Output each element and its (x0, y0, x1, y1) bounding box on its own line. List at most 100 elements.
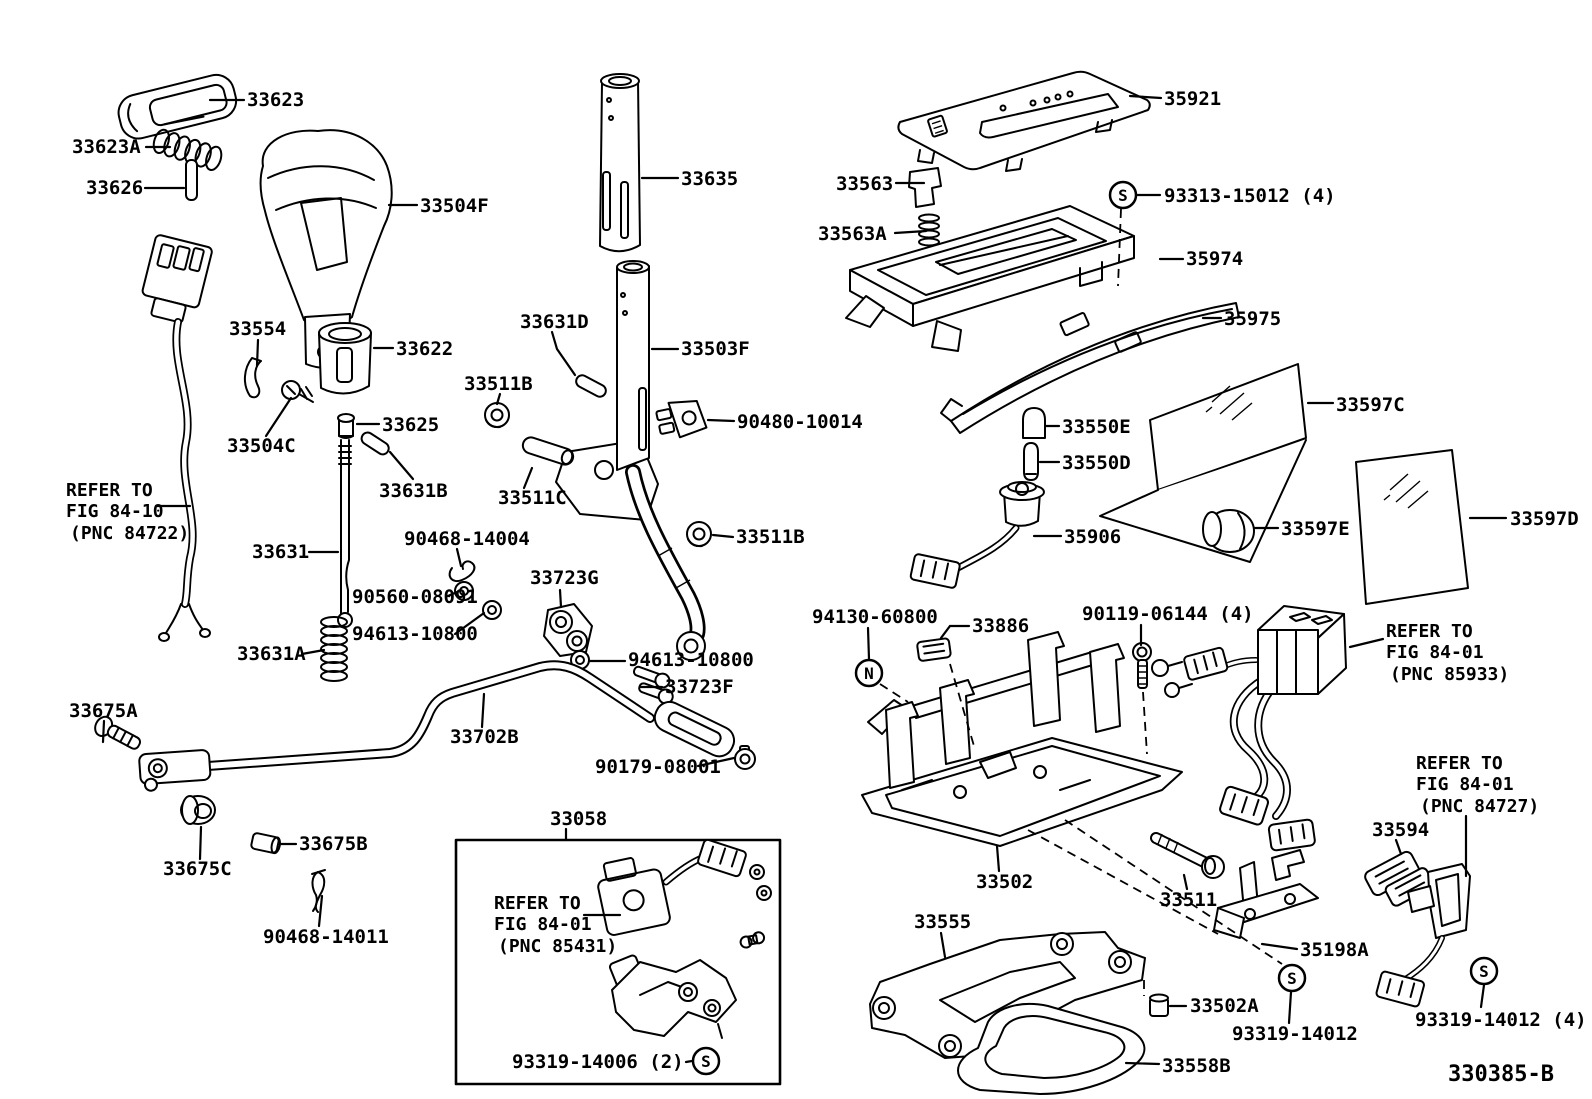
label-33635: 33635 (681, 168, 738, 190)
label-33631: 33631 (252, 541, 309, 563)
standard-screw-symbol-circle-2 (1277, 963, 1307, 993)
label-33623: 33623 (247, 89, 304, 111)
sheet-33597D-drawing (1355, 449, 1469, 605)
inset-box-33058 (454, 838, 782, 1086)
label-33623A: 33623A (72, 136, 141, 158)
label-33511: 33511 (1160, 889, 1217, 911)
label-33550E: 33550E (1062, 416, 1131, 438)
label-33563A: 33563A (818, 223, 887, 245)
relay-harness-drawing (1151, 605, 1347, 852)
standard-screw-symbol-circle (691, 1046, 721, 1076)
part-number-labels: 33623 33623A 33626 33504F 33554 33622 33… (69, 88, 1587, 1077)
bracket-assembly-33502-drawing (861, 631, 1183, 847)
label-90179-08001: 90179-08001 (595, 756, 721, 778)
indicator-plate-35921-drawing (897, 70, 1151, 172)
bolt-90119-06144-drawing (1132, 642, 1152, 689)
label-33886: 33886 (972, 615, 1029, 637)
label-93319-14012: 93319-14012 (1232, 1023, 1358, 1045)
cup-33622-drawing (318, 322, 372, 395)
knob-button-drawing (117, 73, 238, 140)
label-33511C: 33511C (498, 487, 567, 509)
label-35921: 35921 (1164, 88, 1221, 110)
refer-85431-line3: (PNC 85431) (498, 936, 617, 957)
rod-33631-drawing (337, 439, 353, 628)
label-33723G: 33723G (530, 567, 599, 589)
label-33626: 33626 (86, 177, 143, 199)
label-90468-14004: 90468-14004 (404, 528, 530, 550)
leader-lines (101, 94, 1508, 1066)
bushing-33511B-b-drawing (686, 521, 712, 548)
standard-screw-symbol-2: S (1287, 969, 1297, 988)
label-33597E: 33597E (1281, 518, 1350, 540)
label-94130-60800: 94130-60800 (812, 606, 938, 628)
refer-blocks: REFER TO FIG 84-10 (PNC 84722) REFER TO … (66, 480, 1539, 957)
label-94613-10800-a: 94613-10800 (352, 623, 478, 645)
slide-cover-35975-drawing (940, 302, 1240, 434)
part-art-layer (94, 70, 1471, 1095)
label-33554: 33554 (229, 318, 286, 340)
nut-symbol-circle (854, 658, 884, 688)
switch-33563-drawing (908, 167, 942, 208)
label-33597C: 33597C (1336, 394, 1405, 416)
label-90480-10014: 90480-10014 (737, 411, 863, 433)
label-90560-08091: 90560-08091 (352, 586, 478, 608)
label-93319-14012-4: 93319-14012 (4) (1415, 1009, 1587, 1031)
label-35974: 35974 (1186, 248, 1243, 270)
label-33702B: 33702B (450, 726, 519, 748)
label-90468-14011: 90468-14011 (263, 926, 389, 948)
label-93313-15012-4: 93313-15012 (4) (1164, 185, 1336, 207)
label-33504F: 33504F (420, 195, 489, 217)
label-33503F: 33503F (681, 338, 750, 360)
clip-90468-14011-drawing (311, 869, 326, 913)
pin-33625-drawing (337, 413, 355, 439)
shift-lock-lever-drawing (608, 954, 737, 1039)
standard-bolt-symbol: S (1118, 186, 1128, 205)
symbol-markers: S S S S N (691, 180, 1499, 1076)
label-35198A: 35198A (1300, 939, 1369, 961)
label-33723F: 33723F (665, 676, 734, 698)
plate-33555-drawing (869, 931, 1146, 1059)
bulb-socket-35906-drawing (909, 481, 1045, 589)
refer-84727-line3: (PNC 84727) (1420, 796, 1539, 817)
sensor-90480-10014-drawing (655, 399, 708, 439)
standard-bolt-symbol-circle (1108, 180, 1138, 210)
bushing-33511B-a-drawing (484, 402, 510, 429)
screw-33504C-drawing (281, 380, 314, 403)
refer-85933-line2: FIG 84-01 (1386, 642, 1484, 663)
label-33563: 33563 (836, 173, 893, 195)
clip-33886-drawing (916, 637, 952, 662)
housing-35974-drawing (845, 205, 1135, 352)
label-33675B: 33675B (299, 833, 368, 855)
pin-33631B-drawing (360, 431, 390, 456)
label-33502A: 33502A (1190, 995, 1259, 1017)
label-33625: 33625 (382, 414, 439, 436)
washer-94613-10800-a-drawing (482, 600, 502, 620)
clip-33554-drawing (244, 357, 262, 399)
grommet-90560-08091-drawing (454, 581, 474, 601)
label-90119-06144-4: 90119-06144 (4) (1082, 603, 1254, 625)
label-33675C: 33675C (163, 858, 232, 880)
label-33594: 33594 (1372, 819, 1429, 841)
refer-85431-line1: REFER TO (494, 893, 581, 914)
grommet-33597E-drawing (1202, 509, 1255, 553)
standard-screw-symbol-3: S (1479, 962, 1489, 981)
spring-33563A-drawing (918, 213, 940, 247)
label-33631D: 33631D (520, 311, 589, 333)
bolt-33511-drawing (1150, 832, 1225, 879)
shaft-33635-drawing (599, 73, 641, 253)
label-33511B-b: 33511B (736, 526, 805, 548)
label-35906: 35906 (1064, 526, 1121, 548)
refer-85933-line3: (PNC 85933) (1390, 664, 1509, 685)
label-33058: 33058 (550, 808, 607, 830)
control-rod-33702B-drawing (138, 660, 736, 792)
label-33631B: 33631B (379, 480, 448, 502)
refer-84-10-line2: FIG 84-10 (66, 501, 164, 522)
label-33597D: 33597D (1510, 508, 1579, 530)
gasket-33558B-drawing (957, 1002, 1146, 1095)
shaft-33503F-drawing (555, 260, 706, 661)
spring-33623A-drawing (152, 128, 223, 171)
bulb-33550D-drawing (1023, 442, 1039, 481)
sensor-84727-drawing (1375, 863, 1471, 1008)
label-33631A: 33631A (237, 643, 306, 665)
